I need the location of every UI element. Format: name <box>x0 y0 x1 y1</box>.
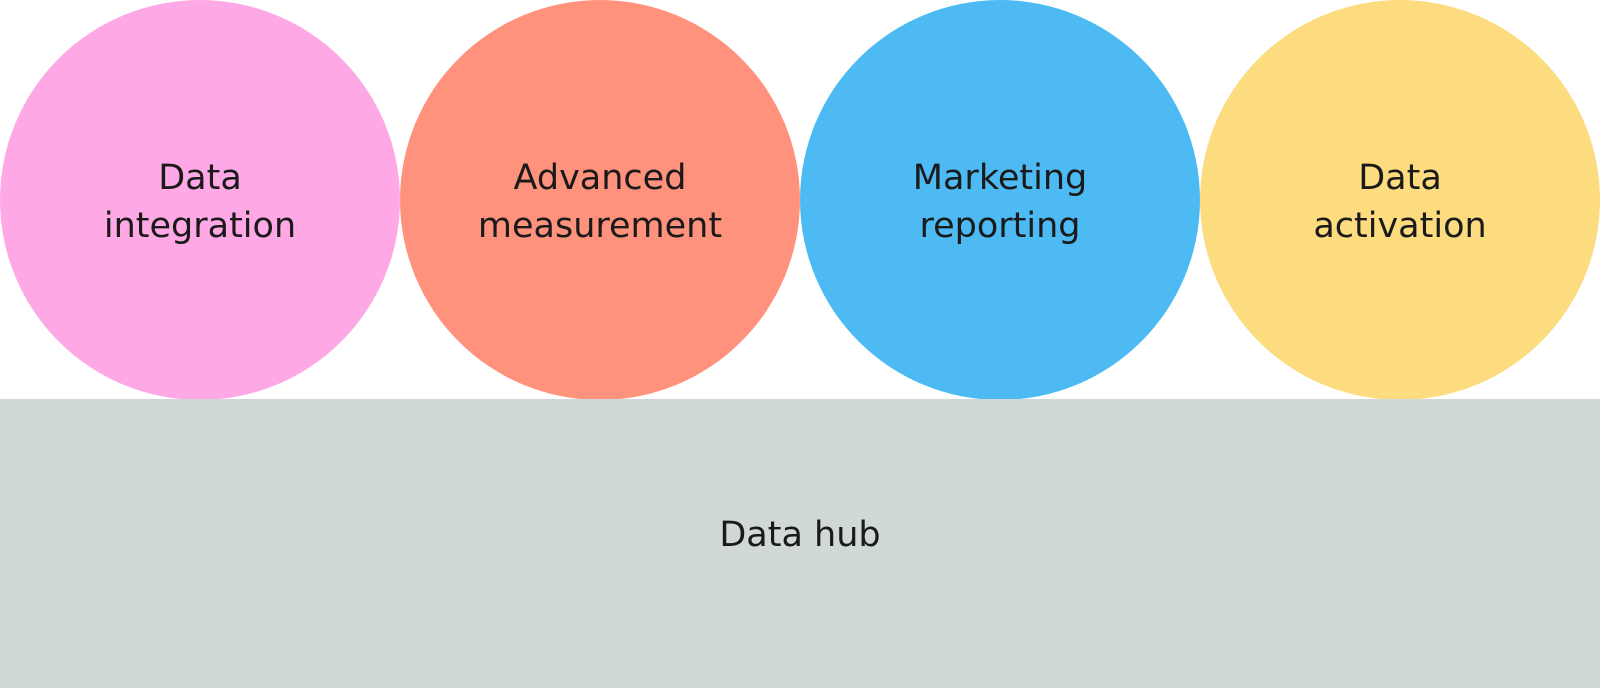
marketing-reporting-label: Marketing reporting <box>912 158 1088 246</box>
data-activation-circle: Data activation <box>1200 0 1600 400</box>
data-hub-label: Data hub <box>719 514 881 555</box>
data-integration-circle: Data integration <box>0 0 400 400</box>
data-hub-block: Data hub <box>0 399 1600 688</box>
marketing-reporting-circle: Marketing reporting <box>800 0 1200 400</box>
advanced-measurement-circle: Advanced measurement <box>400 0 800 400</box>
advanced-measurement-label: Advanced measurement <box>477 158 723 246</box>
data-activation-label: Data activation <box>1313 158 1487 246</box>
data-integration-label: Data integration <box>103 158 297 246</box>
